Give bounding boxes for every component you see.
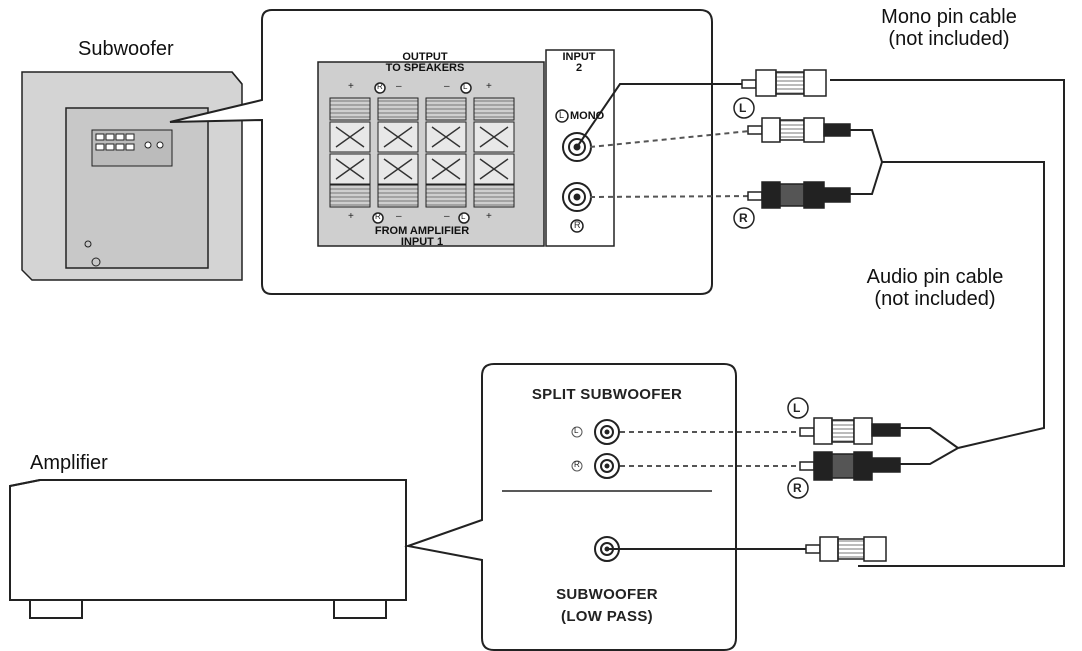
plug-mark-upper-r <box>733 207 755 229</box>
plug-mark-upper-l <box>733 97 755 119</box>
audio-cable-label-line2: (not included) <box>874 288 996 310</box>
output-label-line1: OUTPUT <box>402 51 448 63</box>
split-r-marker <box>571 460 583 472</box>
from-amp-minus-right: – <box>444 211 450 222</box>
audio-cable-label: Audio pin cable (not included) <box>840 266 1030 310</box>
output-plus-left: + <box>348 81 354 92</box>
output-plus-right: + <box>486 81 492 92</box>
from-amp-plus-right: + <box>486 211 492 222</box>
mono-plug-bottom <box>805 536 887 562</box>
mono-cable-label-line1: Mono pin cable <box>881 6 1017 28</box>
from-amp-plus-left: + <box>348 211 354 222</box>
input2-r-mark-text: R <box>574 220 581 230</box>
mono-label: MONO <box>570 110 605 122</box>
split-subwoofer-label: SPLIT SUBWOOFER <box>531 386 683 403</box>
mono-l-mark-text: L <box>559 110 565 120</box>
input2-r-jack <box>562 182 592 212</box>
output-minus-left: – <box>396 81 402 92</box>
mono-cable-label-line2: (not included) <box>888 28 1010 50</box>
input2-label-line1: INPUT <box>562 51 596 63</box>
lowpass-label-line1: SUBWOOFER <box>556 586 658 603</box>
audio-plug-r-bottom <box>799 451 901 481</box>
dashed-connections <box>589 129 800 467</box>
split-r-jack <box>594 453 620 479</box>
mono-plug-top <box>741 69 827 97</box>
audio-plug-l-top <box>747 117 851 143</box>
from-amp-label-line2: INPUT 1 <box>400 236 444 248</box>
from-amp-r-mark-text: R <box>375 212 381 221</box>
audio-plug-r-top <box>747 181 851 209</box>
output-l-mark <box>460 82 472 94</box>
from-amp-r-mark <box>372 212 384 224</box>
output-r-mark <box>374 82 386 94</box>
speaker-terminals <box>329 97 515 208</box>
output-l-mark-text: L <box>463 82 468 91</box>
plug-lower-r-text: R <box>793 481 802 495</box>
audio-plug-l-bottom <box>799 417 901 445</box>
audio-cable-label-line1: Audio pin cable <box>866 266 1004 288</box>
split-r-mark-text: R <box>574 460 580 469</box>
from-amp-l-mark <box>458 212 470 224</box>
split-l-mark-text: L <box>574 426 579 435</box>
plug-lower-l-text: L <box>793 401 801 415</box>
amplifier-foot-right <box>333 599 387 619</box>
plug-upper-l-text: L <box>739 101 747 115</box>
input2-label-line2: 2 <box>575 62 583 74</box>
subwoofer-illustration <box>21 71 243 281</box>
from-amplifier-label: FROM AMPLIFIER INPUT 1 <box>352 226 492 248</box>
subwoofer-lowpass-label: SUBWOOFER (LOW PASS) <box>502 584 712 628</box>
input2-label: INPUT 2 <box>556 52 602 74</box>
mono-cable-label: Mono pin cable (not included) <box>858 6 1040 50</box>
amplifier-label: Amplifier <box>30 452 108 474</box>
from-amp-minus-left: – <box>396 211 402 222</box>
subwoofer-power-switch <box>84 240 101 267</box>
audio-cable <box>850 129 1045 465</box>
output-label-line2: TO SPEAKERS <box>385 62 465 74</box>
input2-r-mark <box>570 219 584 233</box>
subwoofer-label: Subwoofer <box>78 38 174 60</box>
amplifier-illustration <box>9 479 407 619</box>
output-to-speakers-label: OUTPUT TO SPEAKERS <box>370 52 480 74</box>
lowpass-label-line2: (LOW PASS) <box>561 608 653 625</box>
amplifier-foot-left <box>29 599 83 619</box>
from-amp-l-mark-text: L <box>461 212 466 221</box>
from-amp-label-line1: FROM AMPLIFIER <box>374 225 470 237</box>
output-minus-right: – <box>444 81 450 92</box>
mono-cable <box>576 79 1065 567</box>
split-l-jack <box>594 419 620 445</box>
plug-mark-lower-r <box>787 477 809 499</box>
split-l-marker <box>571 426 583 438</box>
plug-upper-r-text: R <box>739 211 748 225</box>
plug-mark-lower-l <box>787 397 809 419</box>
mono-l-mark <box>555 109 569 123</box>
output-r-mark-text: R <box>377 82 383 91</box>
